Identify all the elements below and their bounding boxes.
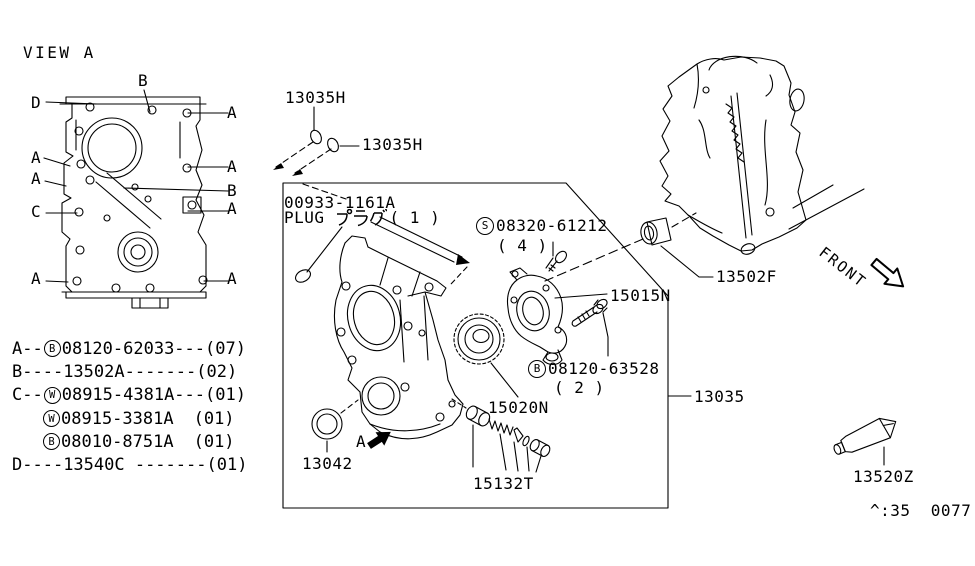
callout-a-left3: A (31, 269, 42, 288)
plug-13035h-drawing (273, 106, 360, 200)
callout-c-left: C (31, 202, 42, 221)
screw-drawing (545, 241, 568, 272)
label-13035: 13035 (694, 387, 745, 406)
bolt-drawing (571, 298, 609, 357)
oil-pump-body-drawing (506, 267, 568, 366)
circled-b: B (528, 360, 546, 378)
sealant-tube-drawing (833, 417, 897, 466)
callout-a-left2: A (31, 169, 42, 188)
label-13042: 13042 (302, 454, 353, 473)
timing-cover-drawing (333, 235, 464, 440)
pump-leader-line (554, 293, 608, 299)
label-13502f: 13502F (716, 267, 777, 286)
callout-d-left: D (31, 93, 42, 112)
label-plug-name: PLUG ( 1 ) (284, 209, 440, 227)
row-number: 08120-62033--- (61, 338, 206, 359)
plug-word: PLUG (284, 208, 325, 227)
view-a-cover-drawing (59, 96, 208, 309)
row-qty: (02) (196, 361, 238, 382)
row-qty: (07) (205, 338, 246, 359)
screw-code: 08320-61212 (496, 216, 608, 235)
engine-block-drawing (659, 55, 865, 255)
label-15015n: 15015N (610, 286, 671, 305)
valve-set-15132t-drawing (465, 405, 551, 473)
row-number: 08915-3381A (61, 408, 174, 429)
row-qty: (01) (193, 431, 235, 452)
row-prefix: D---- (12, 455, 64, 476)
parts-list-row-b: B----13502A-------(02) (12, 360, 247, 383)
view-direction-arrow (367, 431, 391, 449)
circled-b-icon: B (43, 433, 60, 451)
row-qty: (01) (205, 385, 246, 406)
label-bolt-qty: ( 2 ) (554, 378, 605, 397)
callout-b-right: B (227, 181, 238, 200)
label-15020n: 15020N (488, 398, 549, 417)
label-15132t: 15132T (473, 474, 534, 493)
row-number: 08010-8751A (61, 431, 174, 452)
plug-qty: ( 1 ) (389, 208, 441, 227)
front-arrow (870, 257, 905, 288)
row-prefix: C-- (12, 385, 43, 406)
label-arrow-a: A (356, 432, 367, 451)
katakana-plug-text (336, 209, 387, 227)
bushing-13502f-drawing (544, 212, 714, 282)
row-number: 13502A------- (63, 361, 197, 382)
callout-a-right1: A (227, 103, 238, 122)
row-prefix: A-- (12, 338, 43, 359)
plug-00933-leaders (294, 216, 470, 285)
label-bolt: B 08120-63528 (528, 360, 659, 378)
label-screw-qty: ( 4 ) (497, 236, 548, 255)
page-code: ^:35 0077 (870, 501, 972, 520)
circled-b-icon: B (43, 340, 61, 358)
label-screw: S 08320-61212 (476, 217, 607, 235)
label-13035h-2: 13035H (362, 135, 423, 154)
label-13035h-1: 13035H (285, 88, 346, 107)
row-qty: (01) (193, 408, 235, 429)
callout-a-right2: A (227, 157, 238, 176)
callout-b-top: B (138, 71, 149, 90)
callout-a-left1: A (31, 148, 42, 167)
label-plug-code: 00933-1161A (284, 193, 396, 212)
parts-list-row-d: D----13540C -------(01) (12, 453, 247, 476)
label-13520z: 13520Z (853, 467, 914, 486)
callout-a-right3: A (227, 199, 238, 218)
row-qty: (01) (206, 455, 248, 476)
circled-w-icon: W (43, 386, 61, 404)
oil-pump-gear-drawing (451, 313, 519, 409)
circled-s: S (476, 217, 494, 235)
bolt-code: 08120-63528 (548, 359, 660, 378)
circled-w-icon: W (43, 410, 60, 428)
view-a-leader-lines (43, 89, 229, 283)
row-number: 13540C ------- (63, 455, 207, 476)
row-prefix: B---- (12, 361, 64, 382)
view-a-title: VIEW A (23, 43, 96, 62)
callout-a-right4: A (227, 269, 238, 288)
oil-seal-13042-drawing (311, 399, 359, 453)
detail-box (282, 182, 669, 509)
row-number: 08915-4381A--- (61, 385, 206, 406)
